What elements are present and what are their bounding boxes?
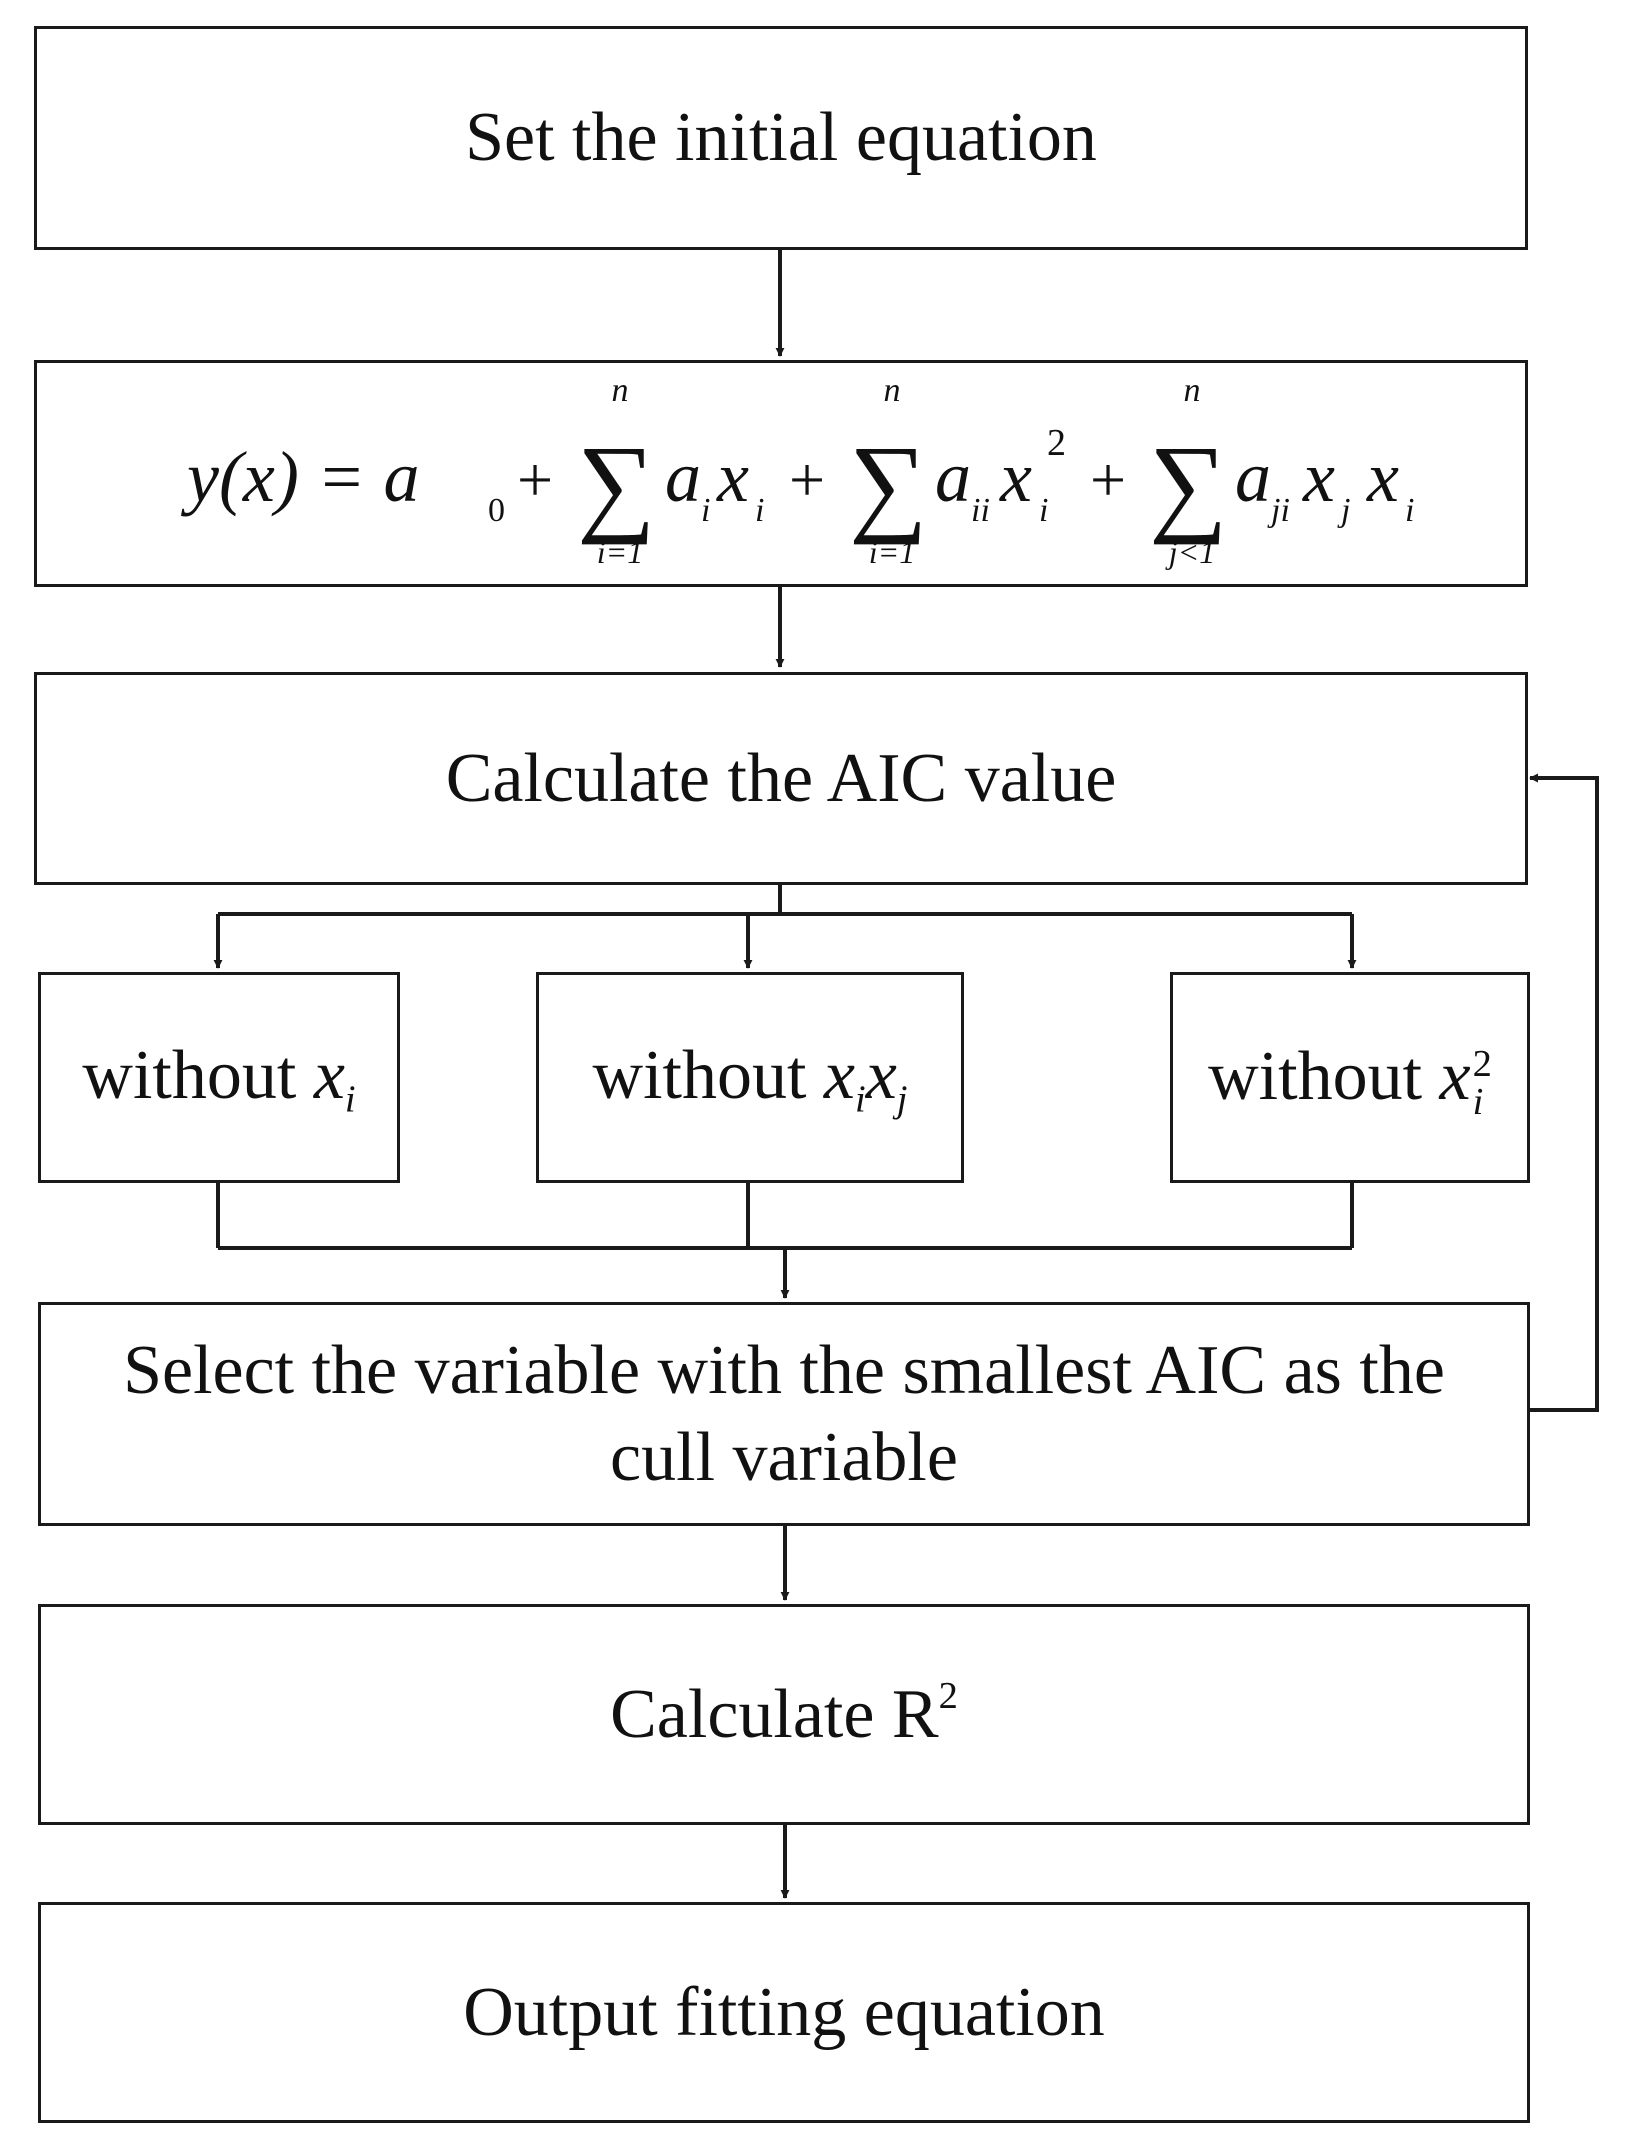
node-without-xixj: without xixj — [536, 972, 964, 1183]
sum1-upper: n — [612, 372, 629, 409]
sum3-var2-sub: i — [1405, 492, 1414, 529]
eq-plus-1: + — [517, 444, 553, 515]
node-calculate-r2: Calculate R2 — [38, 1604, 1530, 1825]
node-select-variable: Select the variable with the smallest AI… — [38, 1302, 1530, 1526]
eq-lhs-sub: 0 — [488, 492, 505, 529]
sum3-var1-sub: j — [1337, 492, 1350, 529]
node-output-equation: Output fitting equation — [38, 1902, 1530, 2123]
sum1-var: x — [716, 437, 749, 517]
node-set-initial-equation: Set the initial equation — [34, 26, 1528, 250]
sum2-lower: i=1 — [869, 534, 915, 570]
sum3-term-sub: ji — [1267, 492, 1290, 529]
node-label: Calculate R2 — [610, 1674, 958, 1753]
sum3-upper: n — [1184, 372, 1201, 409]
node-calculate-aic: Calculate the AIC value — [34, 672, 1528, 885]
sum2-symbol: ∑ — [849, 423, 927, 545]
sum2-var-sub: i — [1039, 492, 1048, 529]
node-label: without xixj — [592, 1036, 908, 1121]
feedback-loop — [1527, 773, 1599, 1412]
eq-plus-3: + — [1090, 444, 1126, 515]
sum1-term-sub: i — [701, 492, 710, 529]
equation-formula: y(x) = a 0 + n ∑ i=1 a i x i + n ∑ i=1 a… — [180, 372, 1414, 570]
sum1-term: a — [665, 437, 701, 517]
node-label-line2: cull variable — [610, 1419, 958, 1496]
sum1-var-sub: i — [755, 492, 764, 529]
node-label: Set the initial equation — [465, 99, 1097, 177]
sum1-lower: i=1 — [597, 534, 643, 570]
eq-plus-2: + — [789, 444, 825, 515]
node-label-line1: Select the variable with the smallest AI… — [123, 1331, 1445, 1409]
sum3-term: a — [1235, 437, 1271, 517]
node-without-xi: without xi — [38, 972, 400, 1183]
sum2-term: a — [935, 437, 971, 517]
sum3-symbol: ∑ — [1149, 423, 1227, 545]
sum3-lower: j<1 — [1165, 534, 1215, 570]
node-equation: y(x) = a 0 + n ∑ i=1 a i x i + n ∑ i=1 a… — [34, 360, 1528, 587]
node-label: Output fitting equation — [463, 1973, 1105, 2051]
node-label: without xi — [82, 1036, 356, 1121]
sum3-var2: x — [1366, 437, 1399, 517]
sum2-term-sub: ii — [971, 492, 990, 529]
sum2-upper: n — [884, 372, 901, 409]
node-label: Calculate the AIC value — [445, 739, 1117, 817]
sum2-var: x — [999, 437, 1032, 517]
sum3-var1: x — [1302, 437, 1335, 517]
sum2-var-sup: 2 — [1047, 422, 1066, 464]
sum1-symbol: ∑ — [577, 423, 655, 545]
eq-lhs: y(x) = a — [180, 437, 419, 517]
